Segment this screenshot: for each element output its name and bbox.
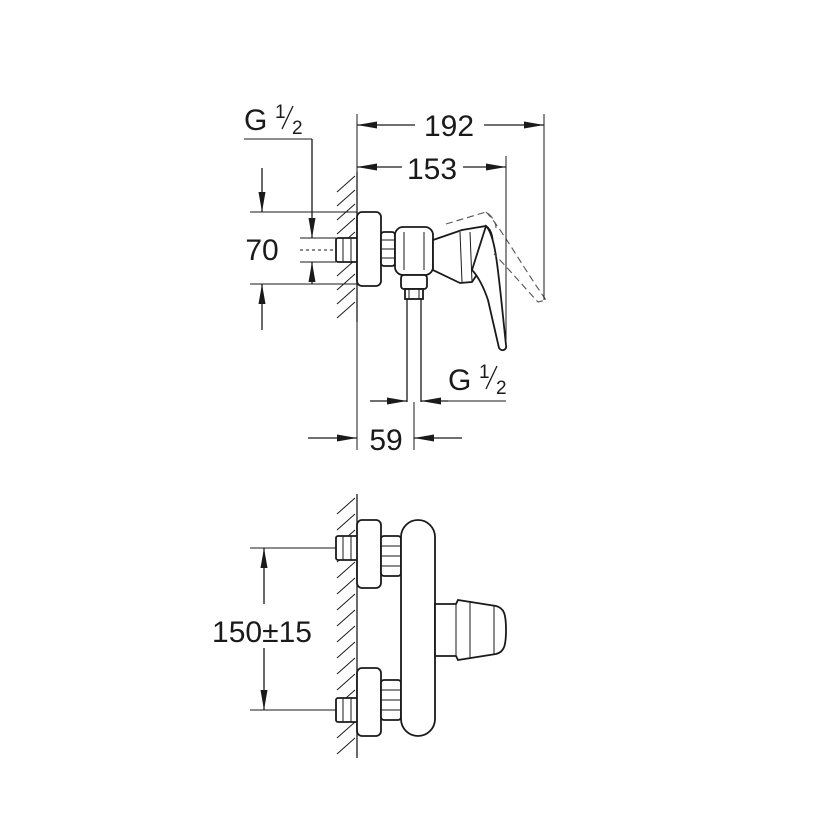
dim-59-label: 59 (369, 424, 402, 457)
mixer-body (394, 226, 434, 300)
dim-153-label: 153 (407, 153, 457, 186)
dim-192-label: 192 (424, 110, 474, 143)
lever-handle (432, 224, 508, 352)
thread-spec-left: G 1 2 (244, 102, 316, 284)
dimension-59: 59 (308, 322, 462, 457)
dimension-70: 70 (245, 168, 357, 330)
thread-spec-outlet: G 1 2 (370, 362, 507, 405)
thread-outlet-numerator: 1 (479, 362, 490, 383)
thread-left-denominator: 2 (292, 118, 303, 139)
lever-open-position (445, 211, 547, 303)
dimension-153: 153 (357, 153, 507, 345)
escutcheon (356, 211, 396, 287)
side-view: 192 153 G 1 2 70 (244, 102, 547, 457)
lower-connection (335, 667, 402, 737)
dim-150-label: 150±15 (212, 616, 312, 649)
dimension-192: 192 (356, 110, 545, 300)
dimension-150: 150±15 (212, 547, 336, 711)
thread-left-numerator: 1 (275, 102, 286, 123)
outlet-pipe (406, 299, 422, 402)
thread-left-prefix: G (244, 104, 267, 137)
upper-connection (335, 519, 402, 589)
supply-nipple (300, 237, 359, 263)
thread-outlet-denominator: 2 (496, 378, 507, 399)
mixer-body-front (400, 519, 436, 737)
lever-handle-front (434, 599, 507, 661)
dim-70-label: 70 (245, 234, 278, 267)
front-view: 150±15 (212, 494, 507, 758)
thread-outlet-prefix: G (448, 364, 471, 397)
